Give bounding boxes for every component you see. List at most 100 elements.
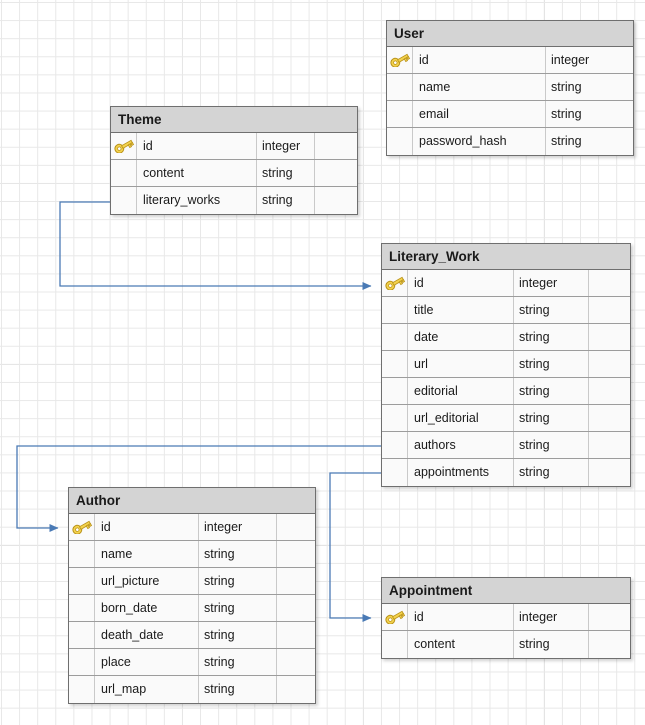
attribute-extra-cell	[277, 676, 315, 703]
attribute-name: title	[408, 297, 514, 323]
key-cell-empty	[382, 297, 408, 323]
attribute-type: string	[199, 568, 277, 594]
attribute-name: id	[413, 47, 546, 73]
attribute-extra-cell	[315, 133, 357, 159]
attribute-extra-cell	[589, 297, 630, 323]
attribute-type: string	[514, 378, 589, 404]
attribute-name: authors	[408, 432, 514, 458]
attribute-extra-cell	[589, 459, 630, 486]
entity-title-literary_work: Literary_Work	[382, 244, 630, 270]
attribute-type: string	[546, 74, 635, 100]
key-cell-empty	[387, 128, 413, 155]
attribute-extra-cell	[277, 568, 315, 594]
attribute-name: email	[413, 101, 546, 127]
primary-key-cell	[382, 270, 408, 296]
attribute-name: appointments	[408, 459, 514, 486]
attribute-name: content	[137, 160, 257, 186]
attribute-type: string	[514, 324, 589, 350]
attribute-name: id	[408, 270, 514, 296]
attribute-name: death_date	[95, 622, 199, 648]
attribute-name: name	[95, 541, 199, 567]
attribute-name: url_map	[95, 676, 199, 703]
attribute-extra-cell	[589, 270, 630, 296]
attribute-type: string	[199, 622, 277, 648]
primary-key-icon	[71, 520, 92, 534]
entity-title-theme: Theme	[111, 107, 357, 133]
key-cell-empty	[382, 432, 408, 458]
entity-title-user: User	[387, 21, 633, 47]
entity-title-author: Author	[69, 488, 315, 514]
attribute-name: content	[408, 631, 514, 658]
key-cell-empty	[69, 622, 95, 648]
attribute-extra-cell	[277, 595, 315, 621]
attribute-type: integer	[546, 47, 635, 73]
attribute-type: string	[257, 187, 315, 214]
key-cell-empty	[387, 101, 413, 127]
attribute-name: id	[95, 514, 199, 540]
key-cell-empty	[382, 405, 408, 431]
attribute-type: string	[514, 297, 589, 323]
attribute-extra-cell	[589, 351, 630, 377]
attribute-type: string	[199, 649, 277, 675]
primary-key-icon	[384, 610, 405, 624]
key-cell-empty	[382, 459, 408, 486]
attribute-extra-cell	[315, 160, 357, 186]
key-cell-empty	[111, 160, 137, 186]
entity-title-appointment: Appointment	[382, 578, 630, 604]
key-cell-empty	[382, 631, 408, 658]
attribute-name: id	[408, 604, 514, 630]
key-cell-empty	[69, 541, 95, 567]
attribute-type: integer	[199, 514, 277, 540]
attribute-name: date	[408, 324, 514, 350]
attribute-name: name	[413, 74, 546, 100]
attribute-name: id	[137, 133, 257, 159]
attribute-type: integer	[257, 133, 315, 159]
attribute-type: string	[546, 101, 635, 127]
attribute-extra-cell	[589, 324, 630, 350]
attribute-type: string	[514, 631, 589, 658]
attribute-extra-cell	[277, 649, 315, 675]
attribute-extra-cell	[589, 378, 630, 404]
attribute-extra-cell	[589, 405, 630, 431]
attribute-name: place	[95, 649, 199, 675]
attribute-name: password_hash	[413, 128, 546, 155]
key-cell-empty	[387, 74, 413, 100]
attribute-extra-cell	[277, 514, 315, 540]
attribute-extra-cell	[277, 541, 315, 567]
attribute-type: integer	[514, 270, 589, 296]
primary-key-icon	[389, 53, 410, 67]
attribute-name: url_editorial	[408, 405, 514, 431]
attribute-type: string	[514, 351, 589, 377]
key-cell-empty	[69, 595, 95, 621]
